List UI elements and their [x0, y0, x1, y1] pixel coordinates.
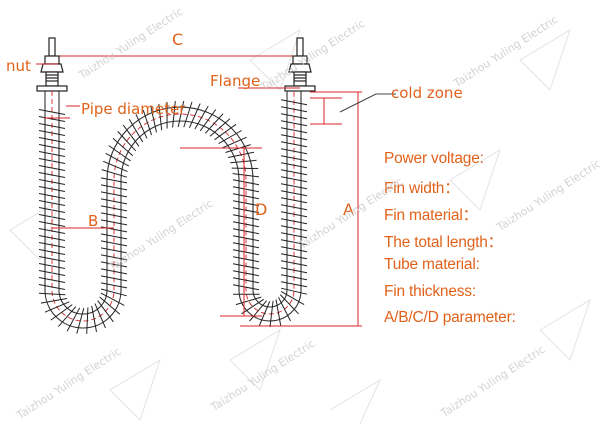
c-label: C: [172, 30, 184, 49]
spec-total-length: The total length：: [384, 234, 503, 251]
heater-tube: [44, 91, 302, 329]
b-label: B: [88, 212, 99, 230]
dimension-lines: [36, 63, 362, 327]
spec-fin-width: Fin width：: [384, 180, 460, 197]
cold-zone-leader: [339, 93, 396, 113]
heater-fins: [38, 99, 308, 334]
d-label: D: [255, 200, 268, 219]
spec-fin-material: Fin material：: [384, 207, 478, 224]
spec-tube-material: Tube material:: [384, 256, 480, 273]
watermark-shapes: [9, 28, 591, 424]
flange-label: Flange: [210, 72, 261, 90]
pipe-diameter-label: Pipe diameter: [81, 100, 186, 118]
a-label: A: [343, 200, 354, 219]
spec-abcd-parameter: A/B/C/D parameter:: [384, 309, 516, 326]
spec-power-voltage: Power voltage:: [384, 150, 484, 167]
nut-label: nut: [6, 57, 31, 75]
cold-zone-label: cold zone: [391, 84, 463, 102]
fin-spiral: [38, 99, 308, 334]
spec-fin-thickness: Fin thickness:: [384, 283, 476, 300]
